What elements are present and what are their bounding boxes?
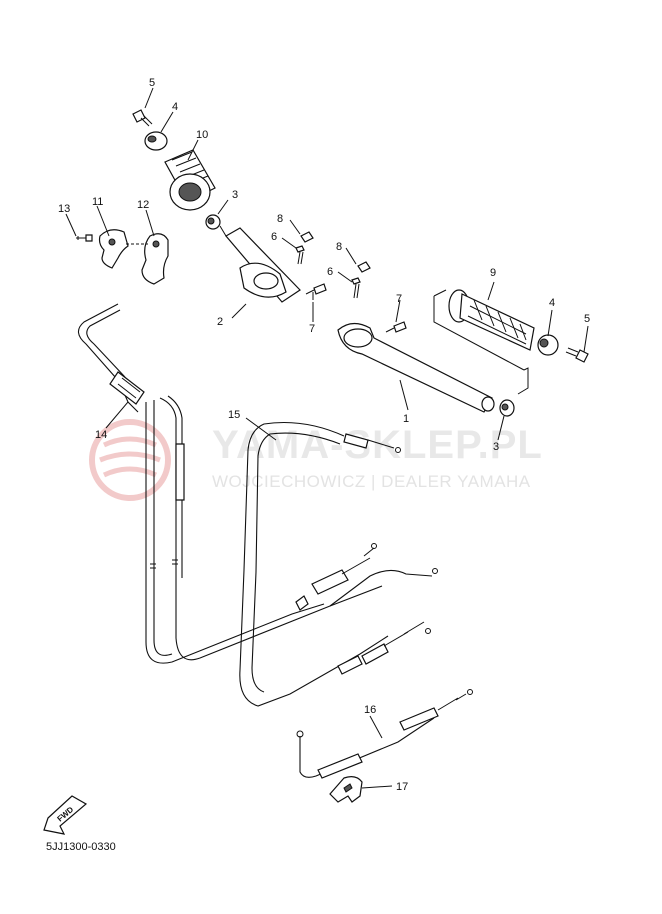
part-7-screw-right [385, 321, 407, 333]
label-4-left: 4 [172, 101, 178, 113]
label-1: 1 [403, 413, 409, 425]
part-8-cap-left [300, 231, 314, 243]
label-5-right: 5 [584, 313, 590, 325]
right-handlebar-assembly [337, 261, 589, 417]
part-12-clamp-lower [126, 233, 169, 285]
part-2-handlebar-left [219, 225, 301, 303]
watermark-brand: YAMA-SKLEP.PL [212, 423, 543, 467]
watermark-logo [89, 419, 171, 501]
watermark: YAMA-SKLEP.PL WOJCIECHOWICZ | DEALER YAM… [89, 419, 543, 501]
watermark-dealer: WOJCIECHOWICZ | DEALER YAMAHA [212, 472, 531, 491]
part-6-bolt-left [295, 245, 305, 265]
part-9-grip [448, 289, 535, 351]
label-14: 14 [95, 429, 107, 441]
part-11-clamp-upper [98, 229, 129, 269]
part-14-throttle-cables [77, 303, 438, 664]
part-labels: 5 4 10 3 8 6 8 6 7 7 2 11 12 13 9 4 5 1 … [58, 77, 590, 793]
part-13-screw [76, 234, 93, 242]
part-15-cable [239, 422, 431, 707]
label-16: 16 [364, 704, 376, 716]
part-6-bolt-right [351, 277, 361, 299]
label-9: 9 [490, 267, 496, 279]
label-7-right: 7 [396, 293, 402, 305]
label-10: 10 [196, 129, 208, 141]
part-17-lever [329, 776, 363, 803]
label-6-left: 6 [271, 231, 277, 243]
fwd-direction-badge: FWD [43, 795, 88, 835]
part-4-end-weight-right [537, 334, 559, 356]
part-5-screw-right [565, 347, 589, 363]
clamp-assembly [76, 229, 169, 285]
part-1-handlebar-right [337, 322, 495, 413]
part-5-screw-left [132, 109, 153, 127]
label-17: 17 [396, 781, 408, 793]
label-3-right: 3 [493, 441, 499, 453]
part-10-throttle-grip [164, 149, 216, 211]
label-6-right: 6 [327, 266, 333, 278]
label-5-left: 5 [149, 77, 155, 89]
label-11: 11 [92, 196, 103, 208]
part-16-cable [296, 689, 473, 779]
label-12: 12 [137, 199, 149, 211]
grip-frame [433, 289, 529, 395]
throttle-assembly [132, 109, 327, 303]
part-3-collar-right [499, 399, 515, 417]
diagram-code: 5JJ1300-0330 [46, 841, 116, 853]
label-7-left: 7 [309, 323, 315, 335]
label-3-left: 3 [232, 189, 238, 201]
label-13: 13 [58, 203, 70, 215]
label-4-right: 4 [549, 297, 555, 309]
label-8-left: 8 [277, 213, 283, 225]
leader-lines [65, 87, 589, 789]
label-15: 15 [228, 409, 240, 421]
part-8-cap-right [357, 261, 371, 273]
label-2: 2 [217, 316, 223, 328]
part-7-screw-left [305, 283, 327, 295]
label-8-right: 8 [336, 241, 342, 253]
part-3-collar-left [205, 214, 221, 230]
part-4-end-weight-left [144, 131, 168, 151]
